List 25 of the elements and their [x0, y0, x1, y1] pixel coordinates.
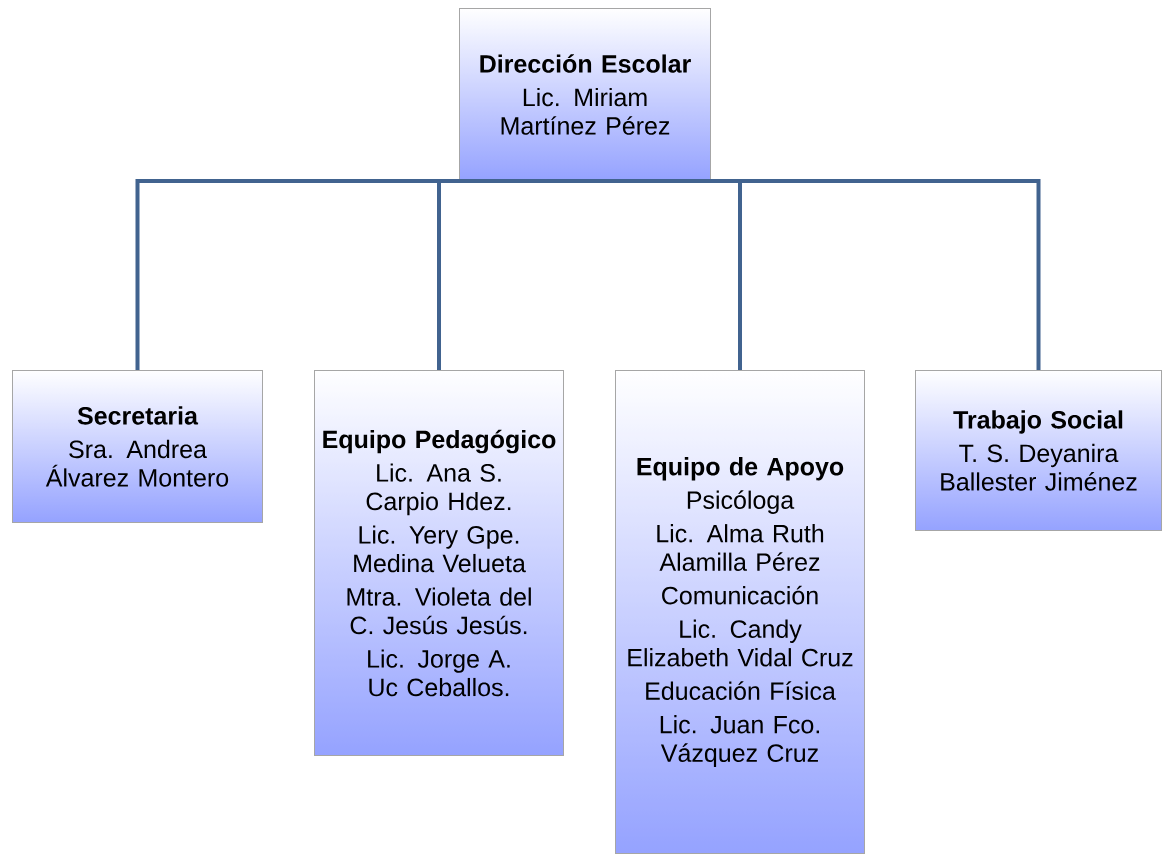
box-heading: Equipo de Apoyo [637, 457, 844, 481]
org-box [615, 370, 865, 854]
staff-text: Lic. Jorge A. Uc Ceballos. [368, 649, 510, 697]
connector-line [437, 179, 585, 370]
staff-text: Lic. Miriam Martínez Pérez [501, 87, 670, 135]
box-heading: Secretaria [77, 406, 199, 425]
staff-text: Psicóloga [687, 490, 795, 514]
staff-text: Sra. Andrea Álvarez Montero [45, 439, 229, 487]
org-box [12, 370, 263, 523]
org-box [314, 370, 564, 756]
staff-text: Lic. Juan Fco. Vázquez Cruz [660, 715, 819, 767]
box-heading: Dirección Escolar [480, 54, 691, 73]
staff-text: Mtra. Violeta del C. Jesús Jesús. [347, 587, 531, 635]
staff-text: Comunicación [662, 585, 818, 605]
staff-text: Lic. Ana S. Carpio Hdez. [366, 463, 511, 516]
org-box [459, 8, 711, 181]
org-box [915, 370, 1162, 531]
staff-text: Lic. Alma Ruth Alamilla Pérez [657, 524, 824, 571]
staff-text: Educación Física [646, 681, 836, 700]
box-heading: Equipo Pedagógico [323, 429, 556, 454]
box-heading: Trabajo Social [953, 410, 1123, 434]
staff-text: Lic. Yery Gpe. Medina Velueta [354, 525, 526, 573]
staff-text: T. S. Deyanira Ballester Jiménez [941, 443, 1137, 491]
connector-line [585, 179, 1041, 370]
staff-text: Lic. Candy Elizabeth Vidal Cruz [628, 619, 853, 667]
